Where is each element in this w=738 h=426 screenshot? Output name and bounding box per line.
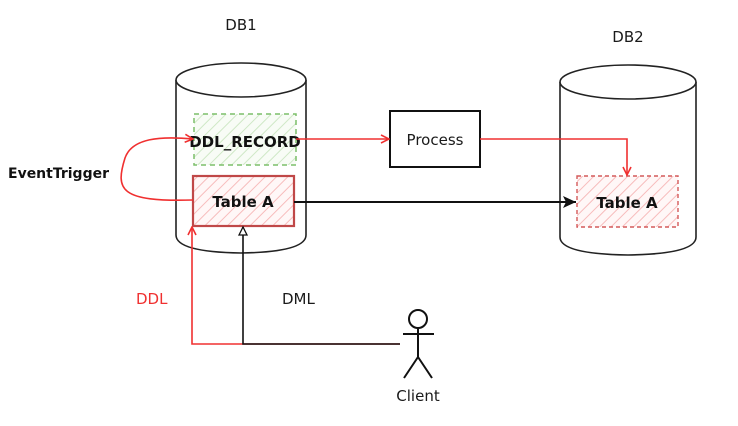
db2-table-a-label: Table A [596,194,658,212]
client-actor-icon[interactable] [403,309,434,379]
dml-arrowhead [237,225,249,236]
process-label: Process [407,131,464,149]
db1-table-a-label: Table A [212,193,274,211]
client-label: Client [396,387,440,405]
dml-label: DML [282,290,315,308]
process-node[interactable]: Process [389,110,481,168]
db2-table-a-node[interactable]: Table A [576,175,679,228]
dml-arrow [242,227,400,345]
ddl-record-node[interactable]: DDL_RECORD [189,113,301,166]
ddl-label: DDL [136,290,168,308]
event-trigger-arrow [120,138,193,201]
db2-label: DB2 [612,28,643,46]
db1-label: DB1 [225,16,256,34]
db1-table-a-node[interactable]: Table A [191,174,296,228]
process-to-db2-table-arrow [480,138,627,175]
ddl-record-label: DDL_RECORD [189,133,301,151]
event-trigger-label: EventTrigger [8,166,109,182]
